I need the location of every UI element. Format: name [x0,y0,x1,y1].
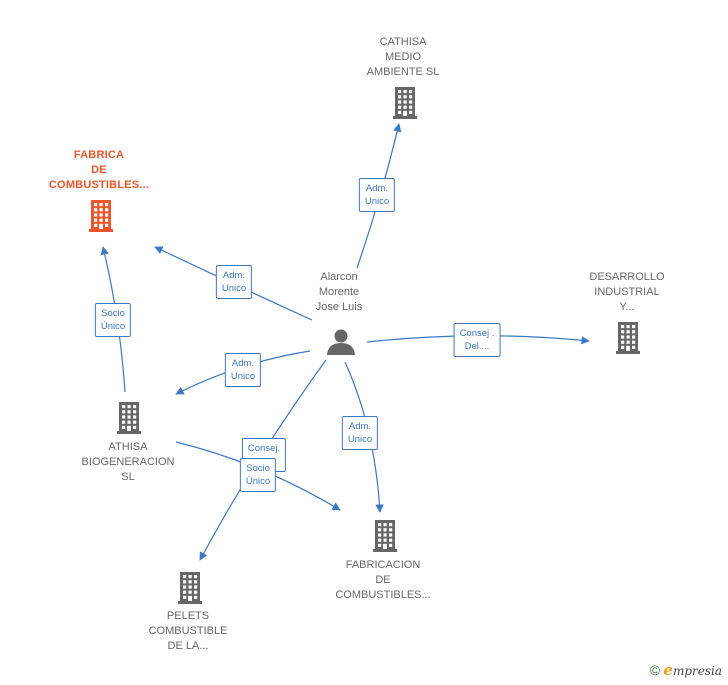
empresia-logo[interactable]: © empresia [650,661,722,679]
node-label-person[interactable]: Alarcon Morente Jose Luis [315,271,363,313]
icons-layer [89,87,640,604]
building-icon-fabricacion[interactable] [373,520,397,552]
building-icon-fabrica[interactable] [89,200,113,232]
edge-label-person-fabrica[interactable]: Adm. Unico [215,265,253,299]
edge-label-athisa-fabrica[interactable]: Socio Único [94,303,132,337]
person-icon[interactable] [327,329,355,356]
node-label-athisa[interactable]: ATHISA BIOGENERACION SL [81,441,175,483]
edge-label-athisa-fabricacion[interactable]: Socio Único [239,458,277,492]
building-icon-cathisa[interactable] [393,87,417,119]
copyright-icon: © [649,662,661,678]
node-label-fabrica[interactable]: FABRICA DE COMBUSTIBLES... [48,149,150,191]
node-label-desarrollo[interactable]: DESARROLLO INDUSTRIAL Y... [589,271,665,313]
node-label-pelets[interactable]: PELETS COMBUSTIBLE DE LA... [148,610,228,652]
node-label-fabricacion[interactable]: FABRICACION DE COMBUSTIBLES... [335,559,431,601]
edge-label-person-desarrollo[interactable]: Consej . Del.... [453,323,501,357]
edge-label-person-athisa[interactable]: Adm. Unico [224,353,262,387]
building-icon-desarrollo[interactable] [616,322,640,354]
edges-layer [100,123,590,561]
node-label-cathisa[interactable]: CATHISA MEDIO AMBIENTE SL [366,36,440,78]
building-icon-athisa[interactable] [117,402,141,434]
edge-label-person-cathisa[interactable]: Adm. Unico [358,178,396,212]
building-icon-pelets[interactable] [178,572,202,604]
brand-rest: mpresia [672,664,722,678]
edge-label-person-fabricacion[interactable]: Adm. Unico [341,416,379,450]
brand-e: e [663,661,673,679]
